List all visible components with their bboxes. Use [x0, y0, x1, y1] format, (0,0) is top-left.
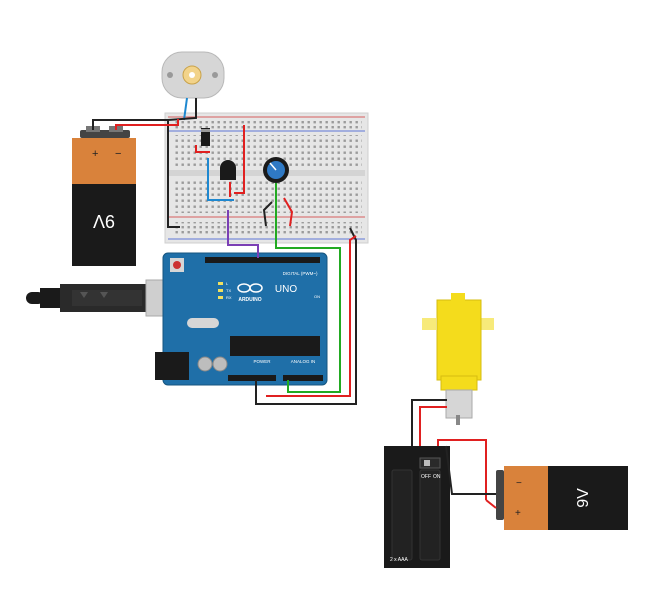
potentiometer[interactable]	[263, 157, 289, 183]
battery-top-minus: −	[115, 148, 121, 160]
arduino-analog-label: ANALOG IN	[291, 359, 316, 364]
battery-top-label: 9V	[93, 211, 115, 231]
arduino-logo	[237, 283, 263, 293]
battery-bottom-minus: −	[516, 478, 522, 489]
arduino-on-label: ON	[314, 294, 320, 299]
wires-right-circuit	[411, 399, 497, 509]
gear-motor[interactable]	[422, 293, 494, 425]
battery-bottom-label: 9V	[575, 488, 592, 508]
arduino-power-label: POWER	[253, 359, 271, 364]
arduino-brand: ARDUINO	[238, 297, 261, 303]
battery-9v-top[interactable]: + − 9V	[72, 126, 136, 266]
battery-top-plus: +	[92, 148, 98, 160]
aaa-pack-on: ON	[433, 474, 441, 480]
battery-9v-bottom[interactable]: − + 9V	[496, 466, 628, 530]
arduino-model: UNO	[275, 284, 297, 295]
wires-top-circuit	[92, 97, 357, 405]
usb-cable[interactable]	[26, 279, 185, 317]
dc-motor-top[interactable]	[161, 51, 225, 99]
diode[interactable]	[201, 128, 210, 146]
arduino-led-tx: TX	[226, 288, 231, 293]
battery-bottom-plus: +	[515, 508, 521, 519]
aaa-pack-label: 2 x AAA	[390, 557, 408, 563]
aaa-battery-pack[interactable]: OFF ON 2 x AAA	[384, 446, 450, 568]
transistor[interactable]	[220, 160, 236, 180]
arduino-uno-board[interactable]: DIGITAL (PWM~) ARDUINO UNO ON L TX RX PO…	[155, 252, 328, 386]
aaa-pack-off: OFF	[421, 474, 431, 480]
arduino-digital-label: DIGITAL (PWM~)	[283, 271, 318, 276]
breadboard[interactable]	[164, 112, 369, 244]
arduino-led-l: L	[226, 281, 229, 286]
arduino-led-rx: RX	[226, 295, 232, 300]
